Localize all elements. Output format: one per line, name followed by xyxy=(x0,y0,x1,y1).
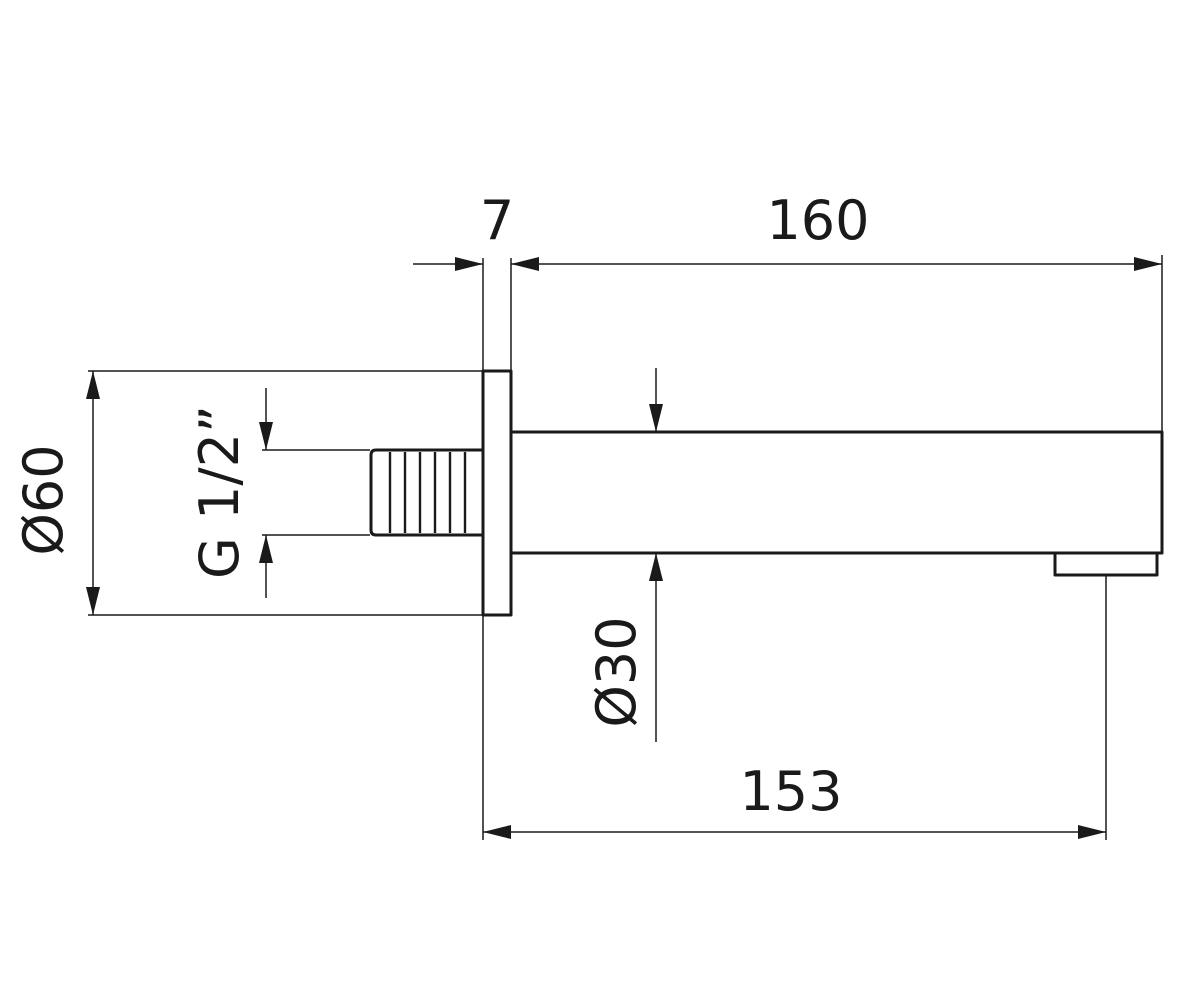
spout-body xyxy=(509,430,1164,555)
thread-size-label: G 1/2” xyxy=(188,405,251,579)
dimension-flange-thickness: 7 xyxy=(413,189,514,271)
extension-lines xyxy=(88,255,1163,840)
dimension-outlet-distance: 153 xyxy=(483,760,1106,839)
dimension-spout-diameter: Ø30 xyxy=(585,368,663,742)
spout-outlet xyxy=(1053,551,1159,577)
outlet-distance-label: 153 xyxy=(739,760,842,823)
spout-length-label: 160 xyxy=(766,189,869,252)
wall-flange xyxy=(481,369,513,617)
flange-thickness-label: 7 xyxy=(480,189,514,252)
spout-part xyxy=(369,369,1164,617)
spout-diameter-label: Ø30 xyxy=(585,616,648,727)
threaded-connector xyxy=(369,448,485,537)
dimension-thread-size: G 1/2” xyxy=(188,388,273,598)
flange-diameter-label: Ø60 xyxy=(12,444,75,555)
thread-lines xyxy=(388,452,467,533)
dimension-flange-diameter: Ø60 xyxy=(12,371,100,615)
dimension-spout-length: 160 xyxy=(511,189,1162,271)
